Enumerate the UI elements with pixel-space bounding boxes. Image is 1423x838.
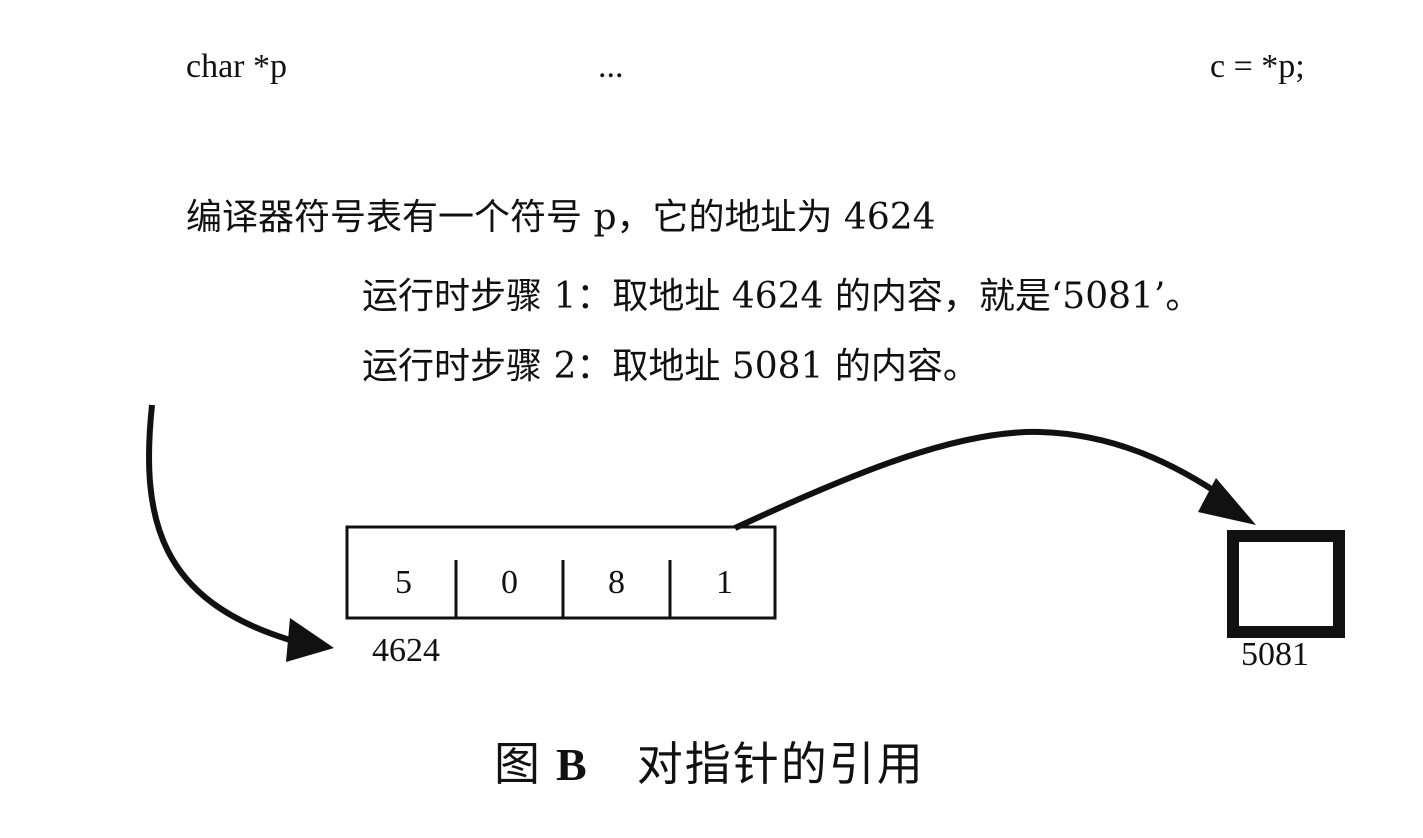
runtime-step-2: 运行时步骤 2：取地址 5081 的内容。 — [362, 346, 979, 387]
caption-title: 对指针的引用 — [636, 737, 925, 791]
symbol-table-description: 编译器符号表有一个符号 p，它的地址为 4624 — [186, 197, 936, 238]
memory-cell-value: 1 — [716, 564, 733, 601]
target-address-label: 5081 — [1241, 636, 1309, 673]
symbol-to-address-arrowhead — [286, 618, 334, 662]
runtime-step-1: 运行时步骤 1：取地址 4624 的内容，就是‘5081’。 — [362, 276, 1202, 317]
pointer-memory-box — [345, 525, 777, 620]
target-memory-cell — [1227, 530, 1345, 638]
caption-prefix: 图 — [494, 737, 542, 791]
code-dereference-statement: c = *p; — [1210, 48, 1305, 85]
memory-cell-value: 5 — [395, 564, 412, 601]
code-pointer-declaration: char *p — [186, 48, 288, 85]
figure-number: B — [556, 739, 589, 790]
pointer-address-label: 4624 — [372, 632, 440, 669]
pointer-to-target-arrow-line — [733, 428, 1230, 531]
memory-cell-value: 0 — [501, 564, 518, 601]
pointer-to-target-arrowhead — [1198, 478, 1256, 525]
symbol-to-address-arrow-line — [146, 404, 291, 643]
code-ellipsis: ... — [598, 48, 624, 85]
memory-cell-value: 8 — [608, 564, 625, 601]
